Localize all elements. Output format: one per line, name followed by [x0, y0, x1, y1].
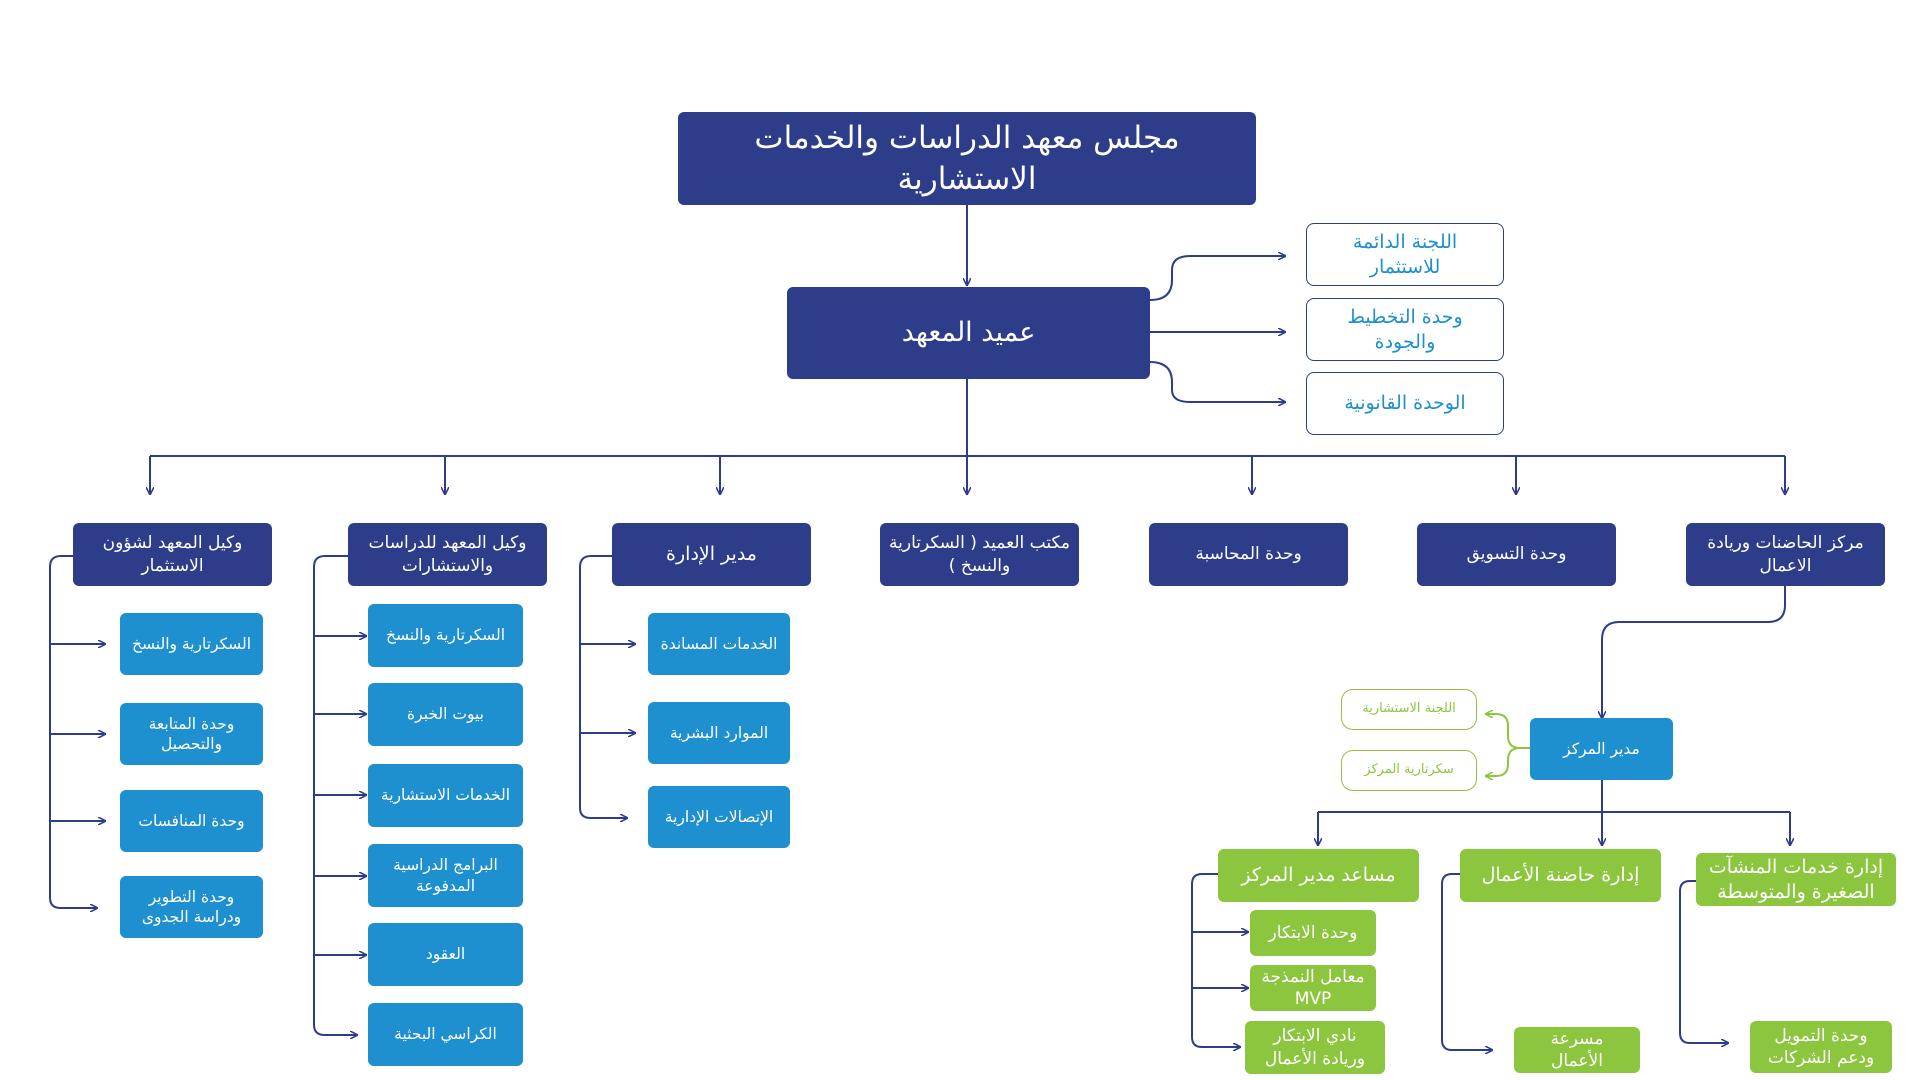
planning-quality-unit-box: وحدة التخطيط والجودة — [1306, 298, 1504, 361]
administrative-communications-box: الإتصالات الإدارية — [648, 786, 790, 848]
innovation-club-box: نادي الابتكار وريادة الأعمال — [1245, 1021, 1385, 1074]
research-chairs-box: الكراسي البحثية — [368, 1003, 523, 1066]
admin-manager-box: مدير الإدارة — [612, 523, 811, 586]
contracts-box: العقود — [368, 923, 523, 986]
incubators-center-box: مركز الحاضنات وريادة الاعمال — [1686, 523, 1885, 586]
financing-support-unit-box: وحدة التمويل ودعم الشركات — [1750, 1021, 1892, 1073]
legal-unit-box: الوحدة القانونية — [1306, 372, 1504, 435]
paid-study-programs-box: البرامج الدراسية المدفوعة — [368, 844, 523, 907]
standing-investment-committee-box: اللجنة الدائمة للاستثمار — [1306, 223, 1504, 286]
vice-investment-box: وكيل المعهد لشؤون الاستثمار — [73, 523, 272, 586]
innovation-unit-box: وحدة الابتكار — [1250, 910, 1376, 956]
advisory-committee-box: اللجنة الاستشارية — [1341, 689, 1477, 730]
consulting-services-box: الخدمات الاستشارية — [368, 764, 523, 827]
investment-secretariat-box: السكرتارية والنسخ — [120, 613, 263, 675]
vice-studies-box: وكيل المعهد للدراسات والاستشارات — [348, 523, 547, 586]
followup-collection-unit-box: وحدة المتابعة والتحصيل — [120, 703, 263, 765]
mvp-labs-box: معامل النمذجة MVP — [1250, 965, 1376, 1011]
support-services-box: الخدمات المساندة — [648, 613, 790, 675]
center-secretariat-box: سكرتارية المركز — [1341, 750, 1477, 791]
incubator-admin-box: إدارة حاضنة الأعمال — [1460, 849, 1661, 902]
assistant-center-manager-box: مساعد مدير المركز — [1218, 849, 1419, 902]
sme-services-admin-box: إدارة خدمات المنشآت الصغيرة والمتوسطة — [1696, 853, 1896, 906]
business-accelerator-box: مسرعة الأعمال — [1514, 1027, 1640, 1073]
council-box: مجلس معهد الدراسات والخدمات الاستشارية — [678, 112, 1256, 205]
dean-office-box: مكتب العميد ( السكرتارية والنسخ ) — [880, 523, 1079, 586]
center-manager-box: مدير المركز — [1530, 718, 1673, 780]
development-feasibility-unit-box: وحدة التطوير ودراسة الجدوى — [120, 876, 263, 938]
human-resources-box: الموارد البشرية — [648, 702, 790, 764]
dean-box: عميد المعهد — [787, 287, 1150, 379]
tenders-unit-box: وحدة المنافسات — [120, 790, 263, 852]
marketing-unit-box: وحدة التسويق — [1417, 523, 1616, 586]
studies-secretariat-box: السكرتارية والنسخ — [368, 604, 523, 667]
accounting-unit-box: وحدة المحاسبة — [1149, 523, 1348, 586]
expertise-houses-box: بيوت الخبرة — [368, 683, 523, 746]
